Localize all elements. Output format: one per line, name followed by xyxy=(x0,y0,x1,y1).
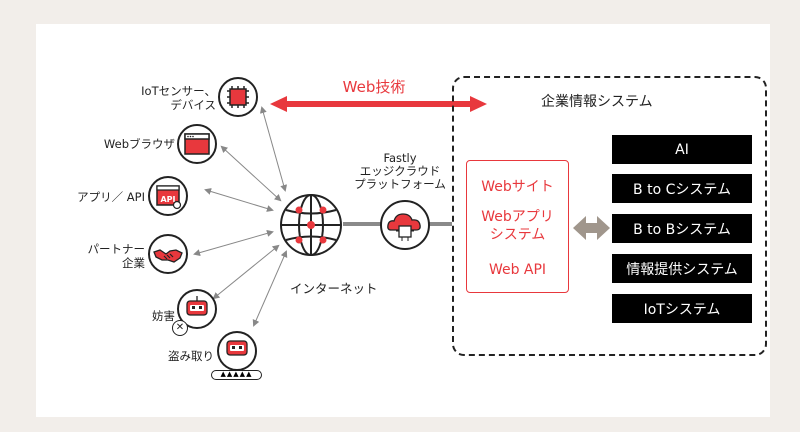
web-services-box xyxy=(466,160,569,293)
client-label-api: アプリ／ API xyxy=(77,190,145,204)
link-browser xyxy=(220,145,282,202)
link-iot xyxy=(259,106,288,192)
partner-circle xyxy=(148,234,188,274)
iot-device-circle xyxy=(218,77,258,117)
system-btoc: B to Cシステム xyxy=(612,174,752,203)
conveyor-icon: ▲▲▲▲▲ xyxy=(211,370,262,380)
block-x-icon: ✕ xyxy=(172,320,188,336)
client-label-scraper: 盗み取り xyxy=(168,349,214,363)
client-label-partner: パートナー企業 xyxy=(87,242,146,270)
web-tech-label: Web技術 xyxy=(342,78,406,96)
api-app-icon: API xyxy=(156,185,182,210)
client-label-browser: Webブラウザ xyxy=(103,137,175,151)
system-info: 情報提供システム xyxy=(612,254,752,283)
client-label-iot: IoTセンサー、デバイス xyxy=(141,84,216,112)
fastly-circle xyxy=(380,200,430,250)
scraper-bot-icon xyxy=(226,340,248,356)
svg-text:API: API xyxy=(160,195,175,204)
web-item-app: Webアプリシステム xyxy=(481,209,554,243)
api-circle: API xyxy=(148,176,188,216)
enterprise-title: 企業情報システム xyxy=(541,94,653,110)
browser-circle xyxy=(177,124,217,164)
system-iot: IoTシステム xyxy=(612,294,752,323)
web-item-api: Web API xyxy=(488,262,547,278)
handshake-icon xyxy=(153,249,183,263)
globe-icon xyxy=(280,194,342,256)
link-api xyxy=(204,188,274,212)
chip-icon xyxy=(227,86,249,108)
system-btob: B to Bシステム xyxy=(612,214,752,243)
browser-window-icon xyxy=(184,133,210,155)
web-tech-arrow xyxy=(270,96,487,112)
system-ai: AI xyxy=(612,135,752,164)
web-item-site: Webサイト xyxy=(481,179,554,195)
enterprise-system-box xyxy=(452,76,767,356)
link-scraper xyxy=(252,250,288,327)
double-arrow xyxy=(573,216,610,240)
internet-label: インターネット xyxy=(290,281,378,296)
scraper-bot-circle xyxy=(217,331,257,371)
client-label-block: 妨害 xyxy=(152,309,175,323)
link-block xyxy=(212,244,280,300)
cloud-chip-icon xyxy=(387,213,421,241)
link-partner xyxy=(193,230,274,256)
bad-bot-icon xyxy=(186,296,208,316)
